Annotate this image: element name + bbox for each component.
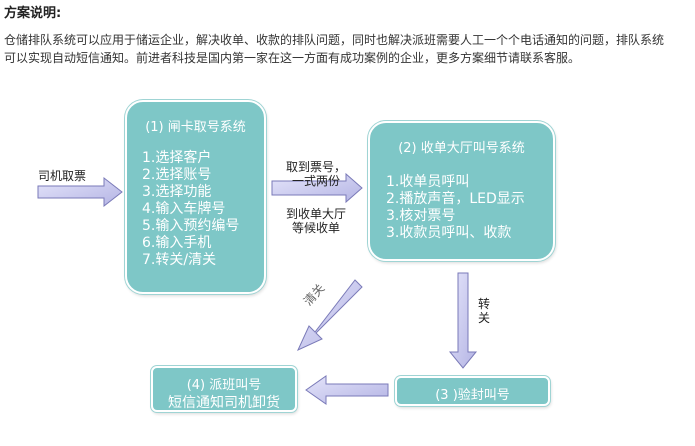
hall-step: 1.收单员呼叫 bbox=[386, 174, 470, 190]
arrow-seal-to-dispatch bbox=[305, 375, 389, 405]
arrow-driver-to-gate bbox=[37, 176, 123, 208]
gate-step: 4.输入车牌号 bbox=[142, 201, 226, 217]
gate-step: 3.选择功能 bbox=[142, 184, 212, 200]
arrow-hall-to-seal bbox=[448, 272, 478, 369]
seal-box-title: (3 )验封叫号 bbox=[435, 388, 510, 403]
gate-step: 1.选择客户 bbox=[142, 150, 212, 166]
gate-step: 2.选择账号 bbox=[142, 167, 212, 183]
ticket-label-line-2: 一式两份 bbox=[292, 174, 341, 188]
wait-hall-label: 到收单大厅 等候收单 bbox=[286, 207, 346, 235]
section-heading: 方案说明: bbox=[4, 6, 62, 21]
gate-ticket-system-box: (1) 闸卡取号系统 1.选择客户 2.选择账号 3.选择功能 4.输入车牌号 … bbox=[125, 100, 266, 294]
dispatch-box-title: (4) 派班叫号 bbox=[186, 378, 262, 393]
intro-line-2: 可以实现自动短信通知。前进者科技是国内第一家在这一方面有成功案例的企业，更多方案… bbox=[4, 51, 581, 65]
arrow-hall-to-dispatch bbox=[296, 279, 363, 352]
dispatch-box-subtitle: 短信通知司机卸货 bbox=[168, 395, 280, 411]
gate-step-list: 1.选择客户 2.选择账号 3.选择功能 4.输入车牌号 5.输入预约编号 6.… bbox=[142, 150, 239, 269]
hall-step: 3.核对票号 bbox=[386, 208, 456, 224]
hall-calling-system-box: (2) 收单大厅叫号系统 1.收单员呼叫 2.播放声音，LED显示 3.核对票号… bbox=[368, 121, 555, 261]
driver-ticket-label: 司机取票 bbox=[38, 169, 87, 183]
intro-paragraph: 仓储排队系统可以应用于储运企业，解决收单、收款的排队问题，同时也解决派班需要人工… bbox=[4, 31, 692, 67]
hall-box-title: (2) 收单大厅叫号系统 bbox=[398, 141, 525, 156]
gate-step: 6.输入手机 bbox=[142, 235, 212, 251]
hall-step-list: 1.收单员呼叫 2.播放声音，LED显示 3.核对票号 3.收款员呼叫、收款 bbox=[386, 174, 525, 242]
ticket-label-line-1: 取到票号， bbox=[286, 160, 347, 174]
gate-step: 5.输入预约编号 bbox=[142, 218, 240, 234]
intro-line-1: 仓储排队系统可以应用于储运企业，解决收单、收款的排队问题，同时也解决派班需要人工… bbox=[4, 33, 665, 47]
wait-label-line-1: 到收单大厅 bbox=[286, 207, 347, 221]
hall-step: 2.播放声音，LED显示 bbox=[386, 191, 525, 207]
dispatch-calling-box: (4) 派班叫号 短信通知司机卸货 bbox=[151, 366, 297, 412]
arrow-gate-to-hall bbox=[271, 172, 363, 204]
wait-label-line-2: 等候收单 bbox=[292, 221, 341, 235]
seal-check-box: (3 )验封叫号 bbox=[395, 376, 550, 406]
gate-box-title: (1) 闸卡取号系统 bbox=[145, 120, 246, 135]
gate-step: 7.转关/清关 bbox=[142, 252, 217, 268]
transfer-label: 转关 bbox=[477, 297, 490, 325]
ticket-number-label: 取到票号， 一式两份 bbox=[286, 160, 346, 188]
hall-step: 3.收款员呼叫、收款 bbox=[386, 225, 512, 241]
